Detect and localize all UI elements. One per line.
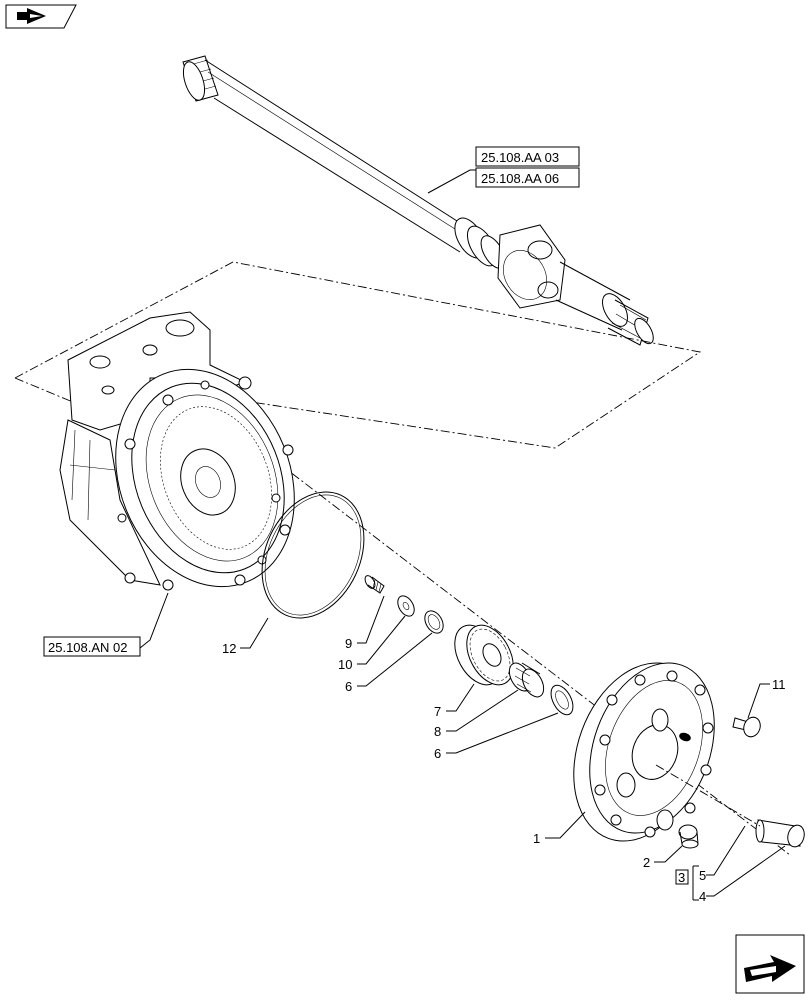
callout-4: 4 bbox=[699, 889, 706, 904]
drive-shaft bbox=[182, 55, 654, 346]
nav-badge-bottom[interactable] bbox=[735, 934, 805, 994]
pin-4 bbox=[755, 819, 805, 848]
shaft-ref-2: 25.108.AA 06 bbox=[481, 171, 559, 186]
callout-10: 10 bbox=[338, 657, 352, 672]
shaft-ref-box-1[interactable]: 25.108.AA 03 bbox=[475, 146, 580, 167]
callout-leaders bbox=[240, 595, 786, 901]
hub-housing bbox=[59, 311, 295, 591]
callout-7: 7 bbox=[434, 704, 441, 719]
shaft-ref-box-2[interactable]: 25.108.AA 06 bbox=[475, 167, 580, 188]
callout-12: 12 bbox=[222, 641, 236, 656]
planet-carrier bbox=[573, 662, 715, 842]
needle-bearing bbox=[508, 662, 545, 698]
planet-gear bbox=[454, 624, 514, 686]
arrow-right-icon bbox=[17, 8, 46, 24]
washer-10 bbox=[397, 595, 415, 617]
bolt-11 bbox=[732, 716, 761, 738]
callout-6a: 6 bbox=[345, 679, 352, 694]
washer-6a bbox=[424, 610, 444, 634]
callout-2: 2 bbox=[643, 855, 650, 870]
callout-6b: 6 bbox=[434, 746, 441, 761]
callout-3-box[interactable]: 3 bbox=[675, 869, 689, 885]
o-ring bbox=[261, 491, 365, 619]
shaft-ref-1: 25.108.AA 03 bbox=[481, 150, 559, 165]
hub-ref: 25.108.AN 02 bbox=[48, 640, 128, 655]
callout-9: 9 bbox=[345, 636, 352, 651]
arrow-forward-icon bbox=[744, 955, 796, 982]
callout-8: 8 bbox=[434, 724, 441, 739]
callout-3: 3 bbox=[678, 870, 685, 885]
callout-5: 5 bbox=[699, 868, 706, 883]
washer-6b bbox=[550, 684, 574, 716]
callout-11: 11 bbox=[772, 677, 786, 692]
nav-badge-top[interactable] bbox=[5, 4, 77, 29]
bolt-9 bbox=[364, 575, 385, 594]
hub-ref-box[interactable]: 25.108.AN 02 bbox=[43, 636, 141, 657]
callout-1: 1 bbox=[533, 831, 540, 846]
plug-2 bbox=[678, 824, 699, 849]
